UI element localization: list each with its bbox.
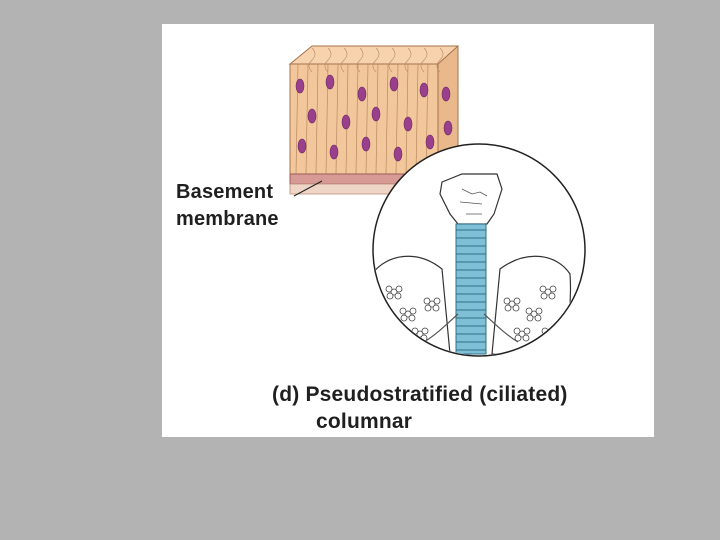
alveolus [386,286,392,292]
alveolus [552,328,558,334]
alveolus [547,331,553,337]
alveolus [504,298,510,304]
alveolus [524,328,530,334]
alveolus [410,308,416,314]
alveolus [396,286,402,292]
alveolus [422,328,428,334]
alveolus [389,331,395,337]
alveolus [514,328,520,334]
alveolus [540,286,546,292]
alveolus [424,298,430,304]
alveolus [541,293,547,299]
alveolus [400,308,406,314]
cell-nucleus [420,83,428,97]
cell-nucleus [308,109,316,123]
alveolus [394,328,400,334]
trachea-inset-illustration [372,144,585,359]
cell-nucleus [444,121,452,135]
cell-nucleus [342,115,350,129]
alveolus [536,308,542,314]
alveolus [395,293,401,299]
basement-membrane-label-line1: Basement [176,181,273,204]
alveolus [433,305,439,311]
cell-nucleus [372,107,380,121]
cell-nucleus [326,75,334,89]
cell-nucleus [426,135,434,149]
alveolus [551,335,557,341]
alveolus [434,298,440,304]
basement-membrane-label-line2: membrane [176,208,279,231]
alveolus [409,315,415,321]
cell-nucleus [404,117,412,131]
alveolus [514,298,520,304]
alveolus [505,305,511,311]
caption-line1: (d) Pseudostratified (ciliated) [272,383,568,407]
cell-nucleus [298,139,306,153]
cell-nucleus [330,145,338,159]
alveolus [384,328,390,334]
caption-line2: columnar [316,410,412,434]
right-lung-outline [492,256,571,359]
cell-nucleus [394,147,402,161]
alveolus [385,335,391,341]
alveolus [550,286,556,292]
cell-nucleus [296,79,304,93]
alveolus [523,335,529,341]
alveolus [526,308,532,314]
alveolus [387,293,393,299]
alveolus [513,305,519,311]
alveolus [543,335,549,341]
alveolus [527,315,533,321]
cell-nucleus [358,87,366,101]
figure-panel: Basement membrane (d) Pseudostratified (… [162,24,654,437]
cell-nucleus [362,137,370,151]
alveolus [401,315,407,321]
alveolus [535,315,541,321]
alveolus [549,293,555,299]
cell-nucleus [390,77,398,91]
cell-nucleus [442,87,450,101]
alveolus [393,335,399,341]
alveolus [425,305,431,311]
